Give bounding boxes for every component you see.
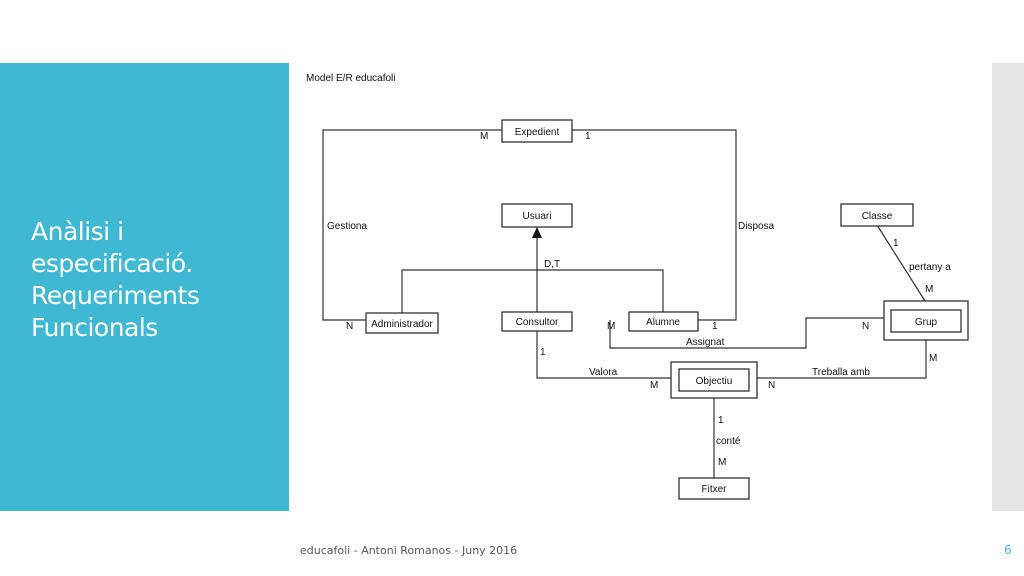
card-assignat-alumne: M	[607, 321, 615, 332]
line-pertany-a	[876, 224, 926, 302]
page-number: 6	[1004, 543, 1012, 557]
card-conte-fitxer: M	[718, 457, 726, 468]
entity-objectiu: Objectiu	[670, 361, 758, 399]
slide-title-line-3: Requeriments	[31, 281, 200, 310]
er-diagram-svg: Model E/R educafoli Expedient	[306, 73, 969, 500]
rel-valora-label: Valora	[589, 367, 618, 378]
entity-usuari: Usuari	[501, 203, 573, 228]
line-gestiona	[322, 129, 502, 321]
entity-classe-label: Classe	[862, 211, 893, 222]
rel-pertany-a-label: pertany a	[909, 262, 951, 273]
entity-objectiu-label: Objectiu	[696, 376, 733, 387]
card-disposa-alumne: 1	[712, 321, 718, 332]
slide-title: Anàlisi i especificació. Requeriments Fu…	[31, 216, 281, 344]
card-conte-objectiu: 1	[718, 415, 724, 426]
card-pertany-classe: 1	[893, 238, 899, 249]
rel-gestiona-label: Gestiona	[327, 221, 367, 232]
diagram-caption: Model E/R educafoli	[306, 73, 396, 84]
card-gestiona-expedient: M	[480, 131, 488, 142]
line-valora	[536, 331, 671, 379]
er-diagram: Model E/R educafoli Expedient	[289, 63, 992, 511]
card-valora-consultor: 1	[540, 347, 546, 358]
entity-expedient: Expedient	[501, 119, 573, 143]
connector-lines	[322, 129, 927, 478]
entity-fitxer-label: Fitxer	[702, 484, 728, 495]
entity-consultor: Consultor	[501, 311, 573, 332]
card-disposa-expedient: 1	[585, 131, 591, 142]
rel-conte-label: conté	[716, 436, 741, 447]
entity-administrador-label: Administrador	[371, 319, 433, 330]
footer-text: educafoli - Antoni Romanos - Juny 2016	[300, 544, 518, 557]
entity-grup-label: Grup	[915, 317, 938, 328]
entity-alumne: Alumne	[628, 311, 699, 332]
entity-consultor-label: Consultor	[516, 317, 559, 328]
line-generalization-bar	[401, 269, 664, 313]
rel-disposa-label: Disposa	[738, 221, 775, 232]
rel-assignat-label: Assignat	[686, 337, 725, 348]
entity-grup: Grup	[883, 300, 969, 341]
entity-fitxer: Fitxer	[678, 477, 750, 500]
rel-treballa-amb-label: Treballa amb	[812, 367, 870, 378]
line-assignat	[609, 317, 884, 349]
entity-expedient-label: Expedient	[515, 127, 560, 138]
entity-classe: Classe	[840, 203, 914, 227]
slide-title-line-1: Anàlisi i	[31, 217, 124, 246]
generalization-arrow-icon	[532, 227, 542, 238]
card-assignat-grup: N	[862, 321, 869, 332]
card-gestiona-administrador: N	[346, 321, 353, 332]
card-treballa-objectiu: N	[768, 380, 775, 391]
slide-title-line-2: especificació.	[31, 249, 193, 278]
slide-title-line-4: Funcionals	[31, 313, 158, 342]
right-decor-strip	[992, 63, 1024, 511]
card-valora-objectiu: M	[650, 380, 658, 391]
entity-alumne-label: Alumne	[646, 317, 680, 328]
line-treballa-amb	[757, 340, 927, 379]
entity-administrador: Administrador	[365, 312, 439, 334]
specialization-label: D,T	[544, 259, 560, 270]
title-panel	[0, 63, 289, 511]
entity-usuari-label: Usuari	[523, 211, 552, 222]
card-treballa-grup: M	[929, 353, 937, 364]
card-pertany-grup: M	[925, 284, 933, 295]
line-disposa	[572, 129, 737, 321]
